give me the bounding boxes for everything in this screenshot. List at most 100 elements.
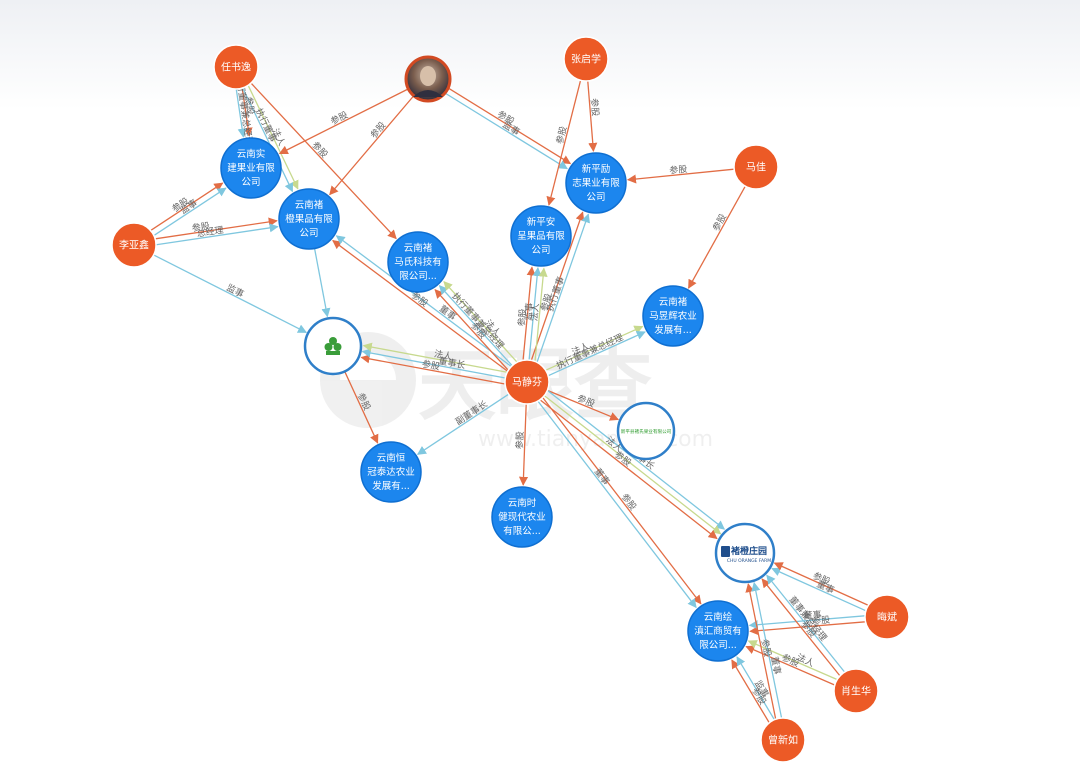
- edge-mjf-c4-role[interactable]: [528, 266, 542, 361]
- node-rsy[interactable]: 任书逸: [213, 44, 259, 90]
- edge-label: 法人: [795, 651, 816, 669]
- edge-mjf-c7-role[interactable]: [416, 393, 510, 455]
- edge-photo-c2-invest[interactable]: [329, 95, 415, 196]
- edge-mjf-logo3-legal[interactable]: [543, 395, 722, 535]
- edge-mjf-c6-legal[interactable]: [545, 325, 644, 371]
- node-photo[interactable]: [404, 55, 452, 103]
- edge-photo-c1-invest[interactable]: [278, 88, 409, 155]
- edge-mjf-logo3-role[interactable]: [547, 390, 726, 530]
- node-c7[interactable]: 云南恒冠泰达农业发展有...: [360, 441, 422, 503]
- node-xsh[interactable]: 肖生华: [833, 668, 879, 714]
- edge-zxr-c9-role[interactable]: [736, 656, 775, 720]
- edge-mjf-logo1-role[interactable]: [361, 348, 506, 379]
- edge-hh-c9-role[interactable]: [748, 615, 865, 630]
- node-logo2[interactable]: 新平县褚氏果业有限公司: [616, 401, 676, 461]
- edge-rsy-c3-invest[interactable]: [250, 82, 397, 240]
- company-name-line: 公司: [241, 177, 260, 188]
- node-logo1[interactable]: [303, 316, 363, 376]
- company-name-line: 限公司...: [399, 271, 437, 282]
- node-zxr[interactable]: 曾新如: [760, 717, 806, 763]
- logo-text: 褚橙庄园: [730, 545, 767, 557]
- edge-maj-c6-invest[interactable]: [688, 185, 746, 289]
- edge-zqx-c4-invest[interactable]: [546, 80, 582, 206]
- edge-mjf-logo1-invest[interactable]: [360, 354, 505, 385]
- edge-xsh-c9-legal[interactable]: [747, 640, 838, 681]
- edge-maj-c5-invest[interactable]: [626, 168, 735, 184]
- edge-label: 参股: [515, 308, 529, 327]
- edge-mjf-c3-role[interactable]: [438, 285, 513, 367]
- edge-label: 参股: [309, 139, 330, 160]
- company-name-line: 发展有...: [372, 480, 410, 492]
- edge-xsh-c9-invest[interactable]: [745, 645, 835, 686]
- edge-rsy-c1-role[interactable]: [235, 89, 247, 138]
- edge-c2-logo1-role[interactable]: [313, 248, 331, 318]
- node-zqx[interactable]: 张启学: [563, 36, 609, 82]
- edge-zxr-logo3-role[interactable]: [751, 581, 783, 718]
- company-name-line: 呈果品有限: [517, 230, 565, 242]
- edge-label: 参股: [368, 119, 389, 140]
- node-c8[interactable]: 云南时健现代农业有限公...: [491, 486, 553, 548]
- edge-label: 总经理: [196, 224, 224, 240]
- logo-subtext: CHU ORANGE FARM: [727, 558, 771, 564]
- edge-lyx-c1-role[interactable]: [153, 187, 227, 236]
- edge-rsy-c1-invest[interactable]: [241, 88, 253, 137]
- company-name-line: 云南褚: [295, 199, 324, 211]
- edge-lyx-logo1-role[interactable]: [153, 254, 308, 334]
- person-name: 张启学: [571, 53, 601, 66]
- node-maj[interactable]: 马佳: [733, 144, 779, 190]
- person-name: 任书逸: [221, 61, 251, 74]
- edge-mjf-c4-legal[interactable]: [534, 267, 548, 361]
- edge-mjf-logo2-invest[interactable]: [547, 389, 620, 421]
- node-mjf[interactable]: 马静芬: [504, 359, 550, 405]
- edge-mjf-c3-invest[interactable]: [434, 289, 509, 371]
- edge-mjf-c6-role[interactable]: [548, 331, 646, 377]
- edge-mjf-c2-role[interactable]: [335, 235, 512, 367]
- farm-logo-icon: [721, 546, 730, 557]
- edge-mjf-c5-role[interactable]: [536, 213, 590, 363]
- person-name: 马静芬: [512, 376, 542, 389]
- node-hh[interactable]: 晦斌: [864, 594, 910, 640]
- edge-hh-logo3-role[interactable]: [771, 567, 866, 612]
- company-name-line: 云南褚: [659, 296, 688, 308]
- edge-xsh-logo3-role[interactable]: [766, 574, 846, 673]
- edge-mjf-c9-role[interactable]: [537, 400, 697, 609]
- edge-rsy-c2-legal[interactable]: [247, 85, 299, 190]
- edge-hh-logo3-invest[interactable]: [773, 562, 869, 606]
- edge-zxr-c9-invest[interactable]: [731, 659, 770, 723]
- edge-label: 法人: [433, 348, 453, 363]
- edge-mjf-c4-invest[interactable]: [522, 266, 536, 360]
- edge-lyx-c1-invest[interactable]: [150, 182, 224, 231]
- edge-mjf-c8-invest[interactable]: [518, 403, 529, 486]
- edge-mjf-logo3-invest[interactable]: [540, 399, 718, 540]
- edge-mjf-c9-invest[interactable]: [542, 397, 702, 605]
- edge-label: 监事: [224, 281, 245, 300]
- edge-mjf-c3-legal[interactable]: [443, 280, 518, 363]
- person-name: 肖生华: [841, 685, 871, 698]
- edge-photo-c5-invest[interactable]: [447, 87, 572, 165]
- edge-zxr-logo3-invest[interactable]: [745, 583, 777, 720]
- edge-rsy-c2-role[interactable]: [242, 87, 294, 193]
- edge-mjf-c2-invest[interactable]: [332, 240, 508, 372]
- edge-mjf-logo1-legal[interactable]: [362, 342, 507, 373]
- edge-photo-c5-role[interactable]: [444, 92, 568, 170]
- node-c6[interactable]: 云南褚马昱辉农业发展有...: [642, 285, 704, 347]
- edge-lyx-c2-invest[interactable]: [155, 217, 278, 240]
- company-name-line: 滇汇商贸有: [694, 625, 742, 637]
- edge-label: 监事: [522, 302, 536, 321]
- node-c3[interactable]: 云南褚马氏科技有限公司...: [387, 231, 449, 293]
- edge-mjf-c5-invest[interactable]: [530, 211, 585, 361]
- company-name-line: 马氏科技有: [394, 256, 442, 268]
- edge-lyx-c2-role[interactable]: [156, 223, 279, 246]
- edge-zqx-c5-invest[interactable]: [587, 80, 598, 153]
- node-lyx[interactable]: 李亚鑫: [111, 222, 157, 268]
- edge-xsh-logo3-invest[interactable]: [761, 578, 841, 677]
- edge-logo1-c7-invest[interactable]: [344, 371, 379, 444]
- watermark-url: www.tianyancha.com: [478, 427, 713, 452]
- node-c9[interactable]: 云南绘滇汇商贸有限公司...: [687, 600, 749, 662]
